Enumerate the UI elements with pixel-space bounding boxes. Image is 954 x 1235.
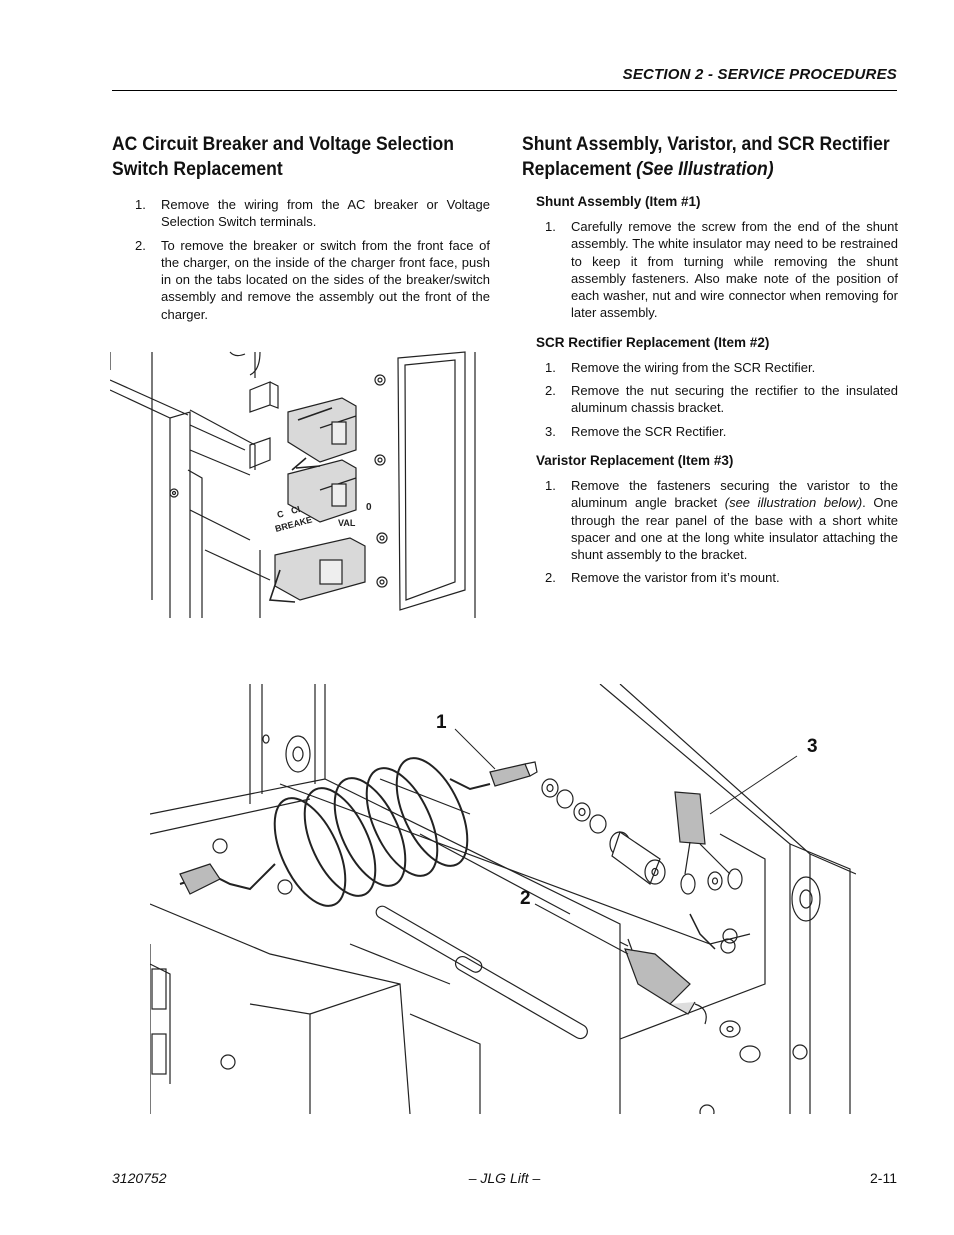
left-heading: AC Circuit Breaker and Voltage Selection…	[112, 133, 454, 180]
list-item: 1.Remove the fasteners securing the vari…	[545, 477, 899, 563]
label-zero: 0	[366, 502, 372, 513]
list-item: 2.To remove the breaker or switch from t…	[135, 237, 490, 322]
label-val: VAL	[338, 518, 356, 528]
list-item: 1.Carefully remove the screw from the en…	[545, 219, 898, 321]
callout-2: 2	[520, 888, 531, 909]
left-steps: 1.Remove the wiring from the AC breaker …	[112, 196, 490, 323]
label-c: C	[276, 508, 285, 519]
doc-number: 3120752	[112, 1170, 167, 1186]
callout-1: 1	[436, 712, 447, 733]
scr-section: SCR Rectifier Replacement (Item #2) 1.Re…	[522, 335, 898, 440]
right-heading: Shunt Assembly, Varistor, and SCR Rectif…	[522, 133, 890, 180]
shunt-scr-varistor-illustration	[150, 684, 856, 1114]
subheading: SCR Rectifier Replacement (Item #2)	[536, 334, 770, 350]
varistor-section: Varistor Replacement (Item #3) 1.Remove …	[522, 453, 898, 587]
subheading: Shunt Assembly (Item #1)	[536, 194, 701, 209]
publisher: – JLG Lift –	[468, 1170, 541, 1186]
section-title: SECTION 2 - SERVICE PROCEDURES	[622, 66, 897, 83]
page-number: 2-11	[870, 1170, 897, 1186]
list-item: 1.Remove the wiring from the AC breaker …	[135, 197, 490, 230]
left-column: AC Circuit Breaker and Voltage Selection…	[112, 132, 490, 329]
subheading: Varistor Replacement (Item #3)	[536, 452, 734, 468]
callout-3: 3	[807, 736, 818, 757]
page-header: SECTION 2 - SERVICE PROCEDURES	[112, 64, 897, 91]
label-ci: CI	[290, 504, 301, 516]
right-column: Shunt Assembly, Varistor, and SCR Rectif…	[522, 132, 898, 593]
list-item: 2.Remove the nut securing the rectifier …	[545, 383, 898, 416]
list-item: 1.Remove the wiring from the SCR Rectifi…	[545, 359, 816, 375]
list-item: 2.Remove the varistor from it’s mount.	[545, 570, 780, 586]
shunt-section: Shunt Assembly (Item #1) 1.Carefully rem…	[522, 194, 898, 322]
page-footer: 3120752 – JLG Lift – 2-11	[112, 1170, 897, 1190]
list-item: 3.Remove the SCR Rectifier.	[545, 423, 727, 439]
breaker-switch-illustration: C CI BREAKE VAL 0	[110, 351, 476, 618]
